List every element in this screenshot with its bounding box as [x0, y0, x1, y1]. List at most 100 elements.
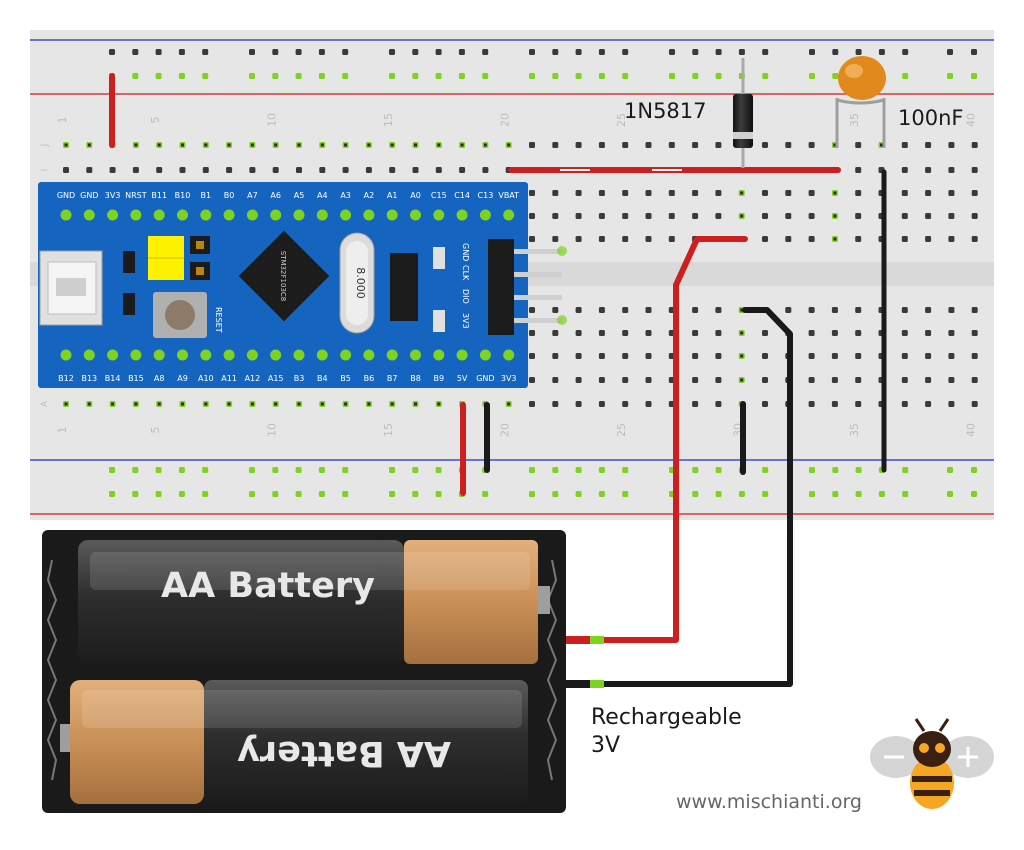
rail-hole — [132, 467, 139, 473]
website-url: www.mischianti.org — [676, 791, 862, 813]
rail-hole — [715, 73, 722, 79]
rail-hole — [809, 467, 815, 473]
pin-label-bottom: B15 — [128, 374, 144, 383]
rail-hole — [971, 73, 977, 79]
rail-hole — [155, 49, 162, 55]
crystal-label: 8.000 — [354, 267, 367, 299]
rail-hole — [318, 491, 325, 497]
column-number-top: 20 — [499, 113, 512, 127]
column-number-bottom: 1 — [56, 427, 69, 434]
rail-hole — [178, 467, 185, 473]
breadboard-hole — [948, 353, 955, 359]
rail-hole — [458, 49, 465, 55]
breadboard-hole-center — [274, 143, 278, 147]
breadboard-hole — [529, 190, 535, 196]
breadboard-hole — [598, 307, 605, 313]
board-pin-headers — [58, 207, 517, 361]
rail-hole — [295, 73, 302, 79]
breadboard-hole — [552, 142, 559, 148]
rail-hole — [878, 49, 885, 55]
header-pin-top — [83, 209, 95, 221]
pin-label-bottom: B5 — [340, 374, 351, 383]
breadboard-hole — [668, 190, 675, 196]
breadboard-hole — [831, 353, 838, 359]
pin-label-top: A7 — [247, 191, 258, 200]
column-number-top: 15 — [382, 113, 395, 127]
header-pin-top — [503, 209, 515, 221]
breadboard-hole — [622, 353, 629, 359]
rail-hole — [552, 467, 559, 473]
breadboard-hole — [971, 236, 978, 242]
breadboard-hole — [948, 236, 955, 242]
breadboard-hole — [785, 142, 792, 148]
rail-hole — [692, 49, 699, 55]
rail-hole — [809, 491, 815, 497]
breadboard-hole — [901, 307, 908, 313]
pin-label-bottom: B13 — [81, 374, 97, 383]
pin-label-bottom: A15 — [268, 374, 284, 383]
breadboard-hole — [901, 213, 908, 219]
rail-hole — [692, 467, 699, 473]
breadboard-hole — [925, 142, 932, 148]
breadboard-hole — [715, 190, 722, 196]
breadboard-hole — [622, 401, 629, 407]
rail-hole — [109, 49, 115, 55]
breadboard-hole — [855, 377, 862, 383]
breadboard-hole — [575, 307, 582, 313]
rail-hole — [318, 49, 325, 55]
breadboard-hole — [482, 167, 489, 173]
breadboard-hole — [645, 307, 652, 313]
header-pin-bottom — [83, 349, 95, 361]
rail-hole — [832, 73, 839, 79]
header-pin-bottom — [200, 349, 212, 361]
breadboard-hole — [529, 377, 535, 383]
rail-hole — [109, 491, 115, 497]
breadboard-hole — [762, 142, 768, 148]
breadboard-hole — [552, 401, 559, 407]
rail-hole — [155, 467, 162, 473]
row-letter: I — [40, 169, 50, 172]
breadboard-hole-center — [414, 143, 417, 147]
column-number-bottom: 10 — [266, 423, 279, 437]
column-number-bottom: 20 — [499, 423, 512, 437]
header-pin-top — [316, 209, 328, 221]
rail-hole — [971, 49, 977, 55]
header-pin-top — [177, 209, 188, 221]
breadboard-hole — [529, 330, 535, 336]
rail-hole — [412, 49, 419, 55]
rail-hole — [435, 467, 442, 473]
swd-label-3v3: 3V3 — [461, 313, 470, 329]
rail-hole — [529, 491, 535, 497]
breadboard-hole — [808, 190, 815, 196]
breadboard-hole — [575, 190, 582, 196]
wires — [109, 73, 887, 688]
breadboard-hole-center — [833, 214, 837, 218]
breadboard-hole — [971, 167, 978, 173]
breadboard-hole — [925, 353, 932, 359]
rail-hole — [762, 49, 769, 55]
bee-logo — [870, 718, 994, 809]
column-number-top: 1 — [56, 117, 69, 124]
rail-hole — [669, 73, 675, 79]
rail-hole — [249, 491, 255, 497]
breadboard-hole-center — [320, 143, 324, 147]
breadboard-hole — [86, 167, 93, 173]
breadboard-hole-center — [157, 402, 161, 406]
battery-top — [78, 540, 538, 664]
rail-hole — [202, 467, 209, 473]
swd-label-dio: DIO — [461, 289, 470, 304]
breadboard-hole — [529, 401, 535, 407]
breadboard-hole — [901, 142, 908, 148]
rail-hole — [178, 49, 185, 55]
breadboard-hole — [529, 142, 535, 148]
rail-hole — [272, 467, 279, 473]
breadboard-hole — [598, 330, 605, 336]
rail-hole — [971, 467, 977, 473]
breadboard-hole — [762, 330, 768, 336]
breadboard-hole — [762, 377, 768, 383]
breadboard-hole-center — [833, 143, 837, 147]
breadboard-hole — [645, 142, 652, 148]
breadboard-hole — [971, 142, 978, 148]
breadboard-hole — [831, 377, 838, 383]
breadboard-hole — [948, 330, 955, 336]
